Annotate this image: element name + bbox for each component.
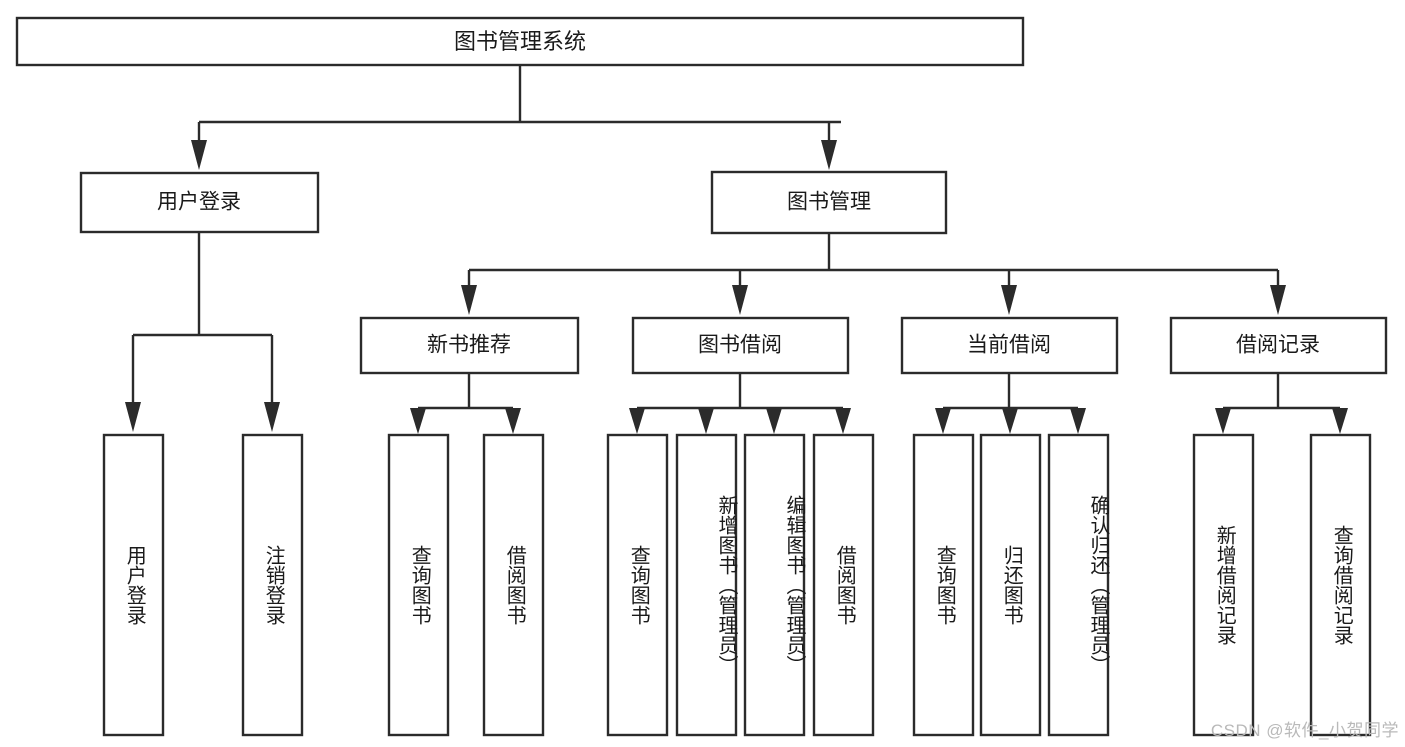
leaf-box-query-book-1[interactable] bbox=[387, 433, 450, 737]
node-new-book-recommend-box[interactable] bbox=[359, 316, 580, 375]
arrow-to-book-management bbox=[821, 140, 837, 170]
leaf-box-confirm-return-admin[interactable] bbox=[1047, 433, 1110, 737]
connector-current-borrow-to-leaves bbox=[935, 373, 1086, 434]
connector-new-book-recommend-to-leaves bbox=[410, 373, 521, 434]
node-user-login-box[interactable] bbox=[79, 171, 320, 234]
node-user-login[interactable]: 用户登录 bbox=[79, 171, 320, 234]
node-root[interactable]: 图书管理系统 bbox=[15, 16, 1025, 67]
node-borrow-record[interactable]: 借阅记录 bbox=[1169, 316, 1388, 375]
arrow-to-new-book-recommend bbox=[461, 285, 477, 315]
node-book-borrow[interactable]: 图书借阅 bbox=[631, 316, 850, 375]
arrow-to-leaf-query-borrow-record bbox=[1332, 408, 1348, 434]
node-current-borrow-label: 当前借阅 bbox=[967, 334, 1051, 357]
node-current-borrow[interactable]: 当前借阅 bbox=[900, 316, 1119, 375]
arrow-to-leaf-add-book-admin bbox=[698, 408, 714, 434]
leaf-box-borrow-book-1[interactable] bbox=[482, 433, 545, 737]
connector-borrow-record-to-leaves bbox=[1215, 373, 1348, 434]
leaf-box-query-book-2[interactable] bbox=[606, 433, 669, 737]
watermark-text: CSDN @软件_小贺同学 bbox=[1210, 721, 1399, 740]
arrow-to-leaf-edit-book-admin bbox=[766, 408, 782, 434]
arrow-to-leaf-user-login bbox=[125, 402, 141, 432]
leaf-box-borrow-book-2[interactable] bbox=[812, 433, 875, 737]
node-new-book-recommend[interactable]: 新书推荐 bbox=[359, 316, 580, 375]
node-root-box[interactable] bbox=[15, 16, 1025, 67]
arrow-to-borrow-record bbox=[1270, 285, 1286, 315]
node-book-borrow-label: 图书借阅 bbox=[698, 334, 782, 357]
arrow-to-leaf-return-book bbox=[1002, 408, 1018, 434]
connector-book-borrow-to-leaves bbox=[629, 373, 851, 434]
leaf-box-query-book-3[interactable] bbox=[912, 433, 975, 737]
arrow-to-leaf-borrow-book-1 bbox=[505, 408, 521, 434]
leaf-box-return-book[interactable] bbox=[979, 433, 1042, 737]
arrow-to-leaf-query-book-2 bbox=[629, 408, 645, 434]
arrow-to-book-borrow bbox=[732, 285, 748, 315]
leaf-box-query-borrow-record[interactable] bbox=[1309, 433, 1372, 737]
node-book-management-label: 图书管理 bbox=[787, 191, 871, 214]
arrow-to-leaf-query-book-1 bbox=[410, 408, 426, 434]
node-current-borrow-box[interactable] bbox=[900, 316, 1119, 375]
node-borrow-record-label: 借阅记录 bbox=[1236, 334, 1320, 357]
arrow-to-current-borrow bbox=[1001, 285, 1017, 315]
node-new-book-recommend-label: 新书推荐 bbox=[427, 334, 511, 357]
node-root-label: 图书管理系统 bbox=[454, 29, 586, 54]
leaf-box-add-book-admin[interactable] bbox=[675, 433, 738, 737]
arrow-to-leaf-borrow-book-2 bbox=[835, 408, 851, 434]
arrow-to-user-login bbox=[191, 140, 207, 170]
leaf-box-logout-login[interactable] bbox=[241, 433, 304, 737]
leaf-box-add-borrow-record[interactable] bbox=[1192, 433, 1255, 737]
arrow-to-leaf-query-book-3 bbox=[935, 408, 951, 434]
connector-root-to-level2 bbox=[191, 65, 841, 170]
connector-user-login-to-leaves bbox=[125, 232, 280, 432]
node-book-management[interactable]: 图书管理 bbox=[710, 170, 948, 235]
connector-book-management-to-level3 bbox=[461, 233, 1286, 315]
leaf-box-user-login[interactable] bbox=[102, 433, 165, 737]
node-user-login-label: 用户登录 bbox=[157, 191, 241, 214]
arrow-to-leaf-add-borrow-record bbox=[1215, 408, 1231, 434]
arrow-to-leaf-logout-login bbox=[264, 402, 280, 432]
leaf-box-edit-book-admin[interactable] bbox=[743, 433, 806, 737]
arrow-to-leaf-confirm-return-admin bbox=[1070, 408, 1086, 434]
